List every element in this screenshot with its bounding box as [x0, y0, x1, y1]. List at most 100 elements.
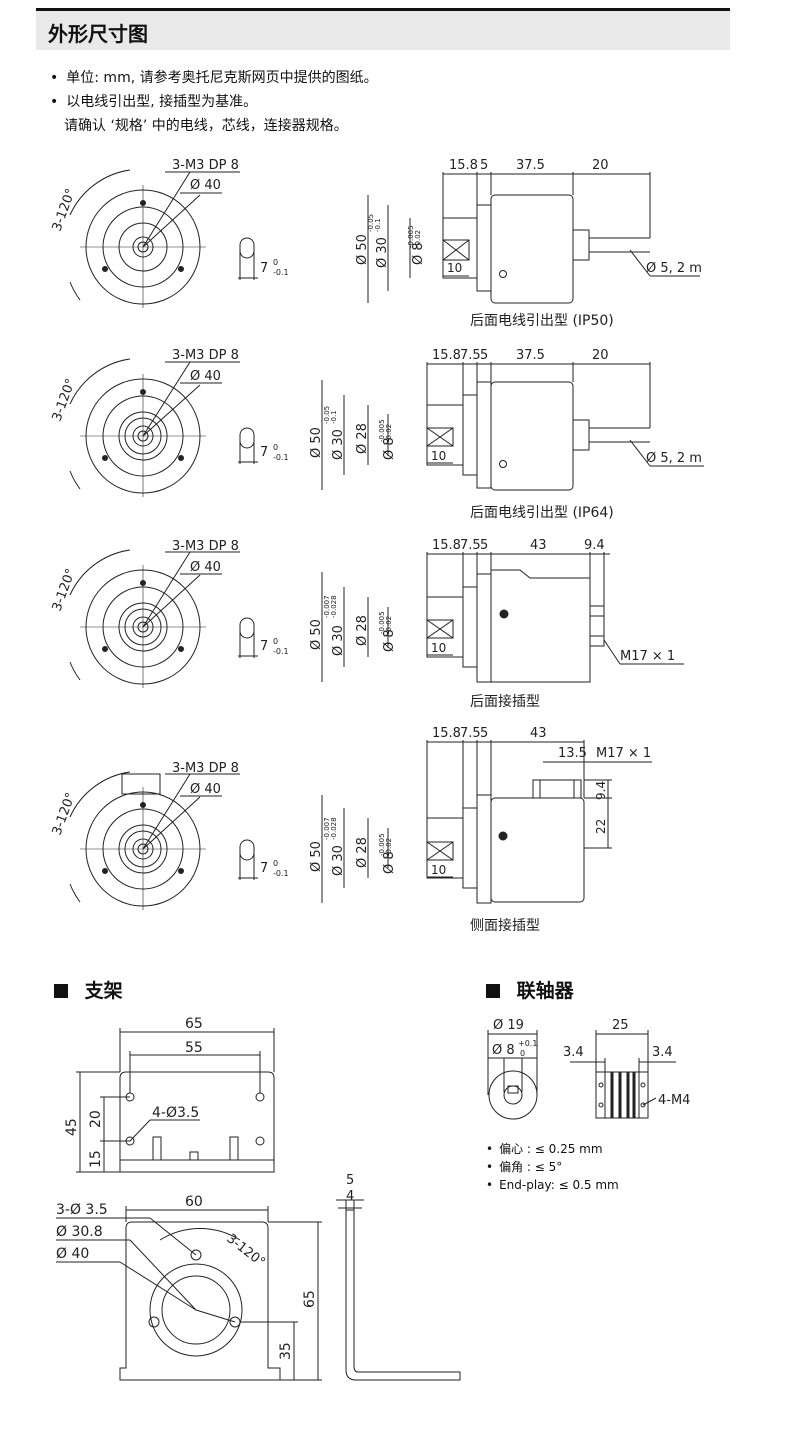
- bracket-h20: 20: [88, 1110, 104, 1128]
- d30-label: Ø 30: [375, 237, 390, 268]
- d8-tol: -0.005: [378, 419, 386, 442]
- bracket-front-view: [56, 1206, 322, 1381]
- d50-label: Ø 50: [309, 841, 324, 872]
- front-view: [69, 358, 240, 497]
- front-width: 60: [185, 1194, 203, 1210]
- shaft-tol-top: 0: [273, 637, 278, 646]
- cable-label: Ø 5, 2 m: [646, 261, 702, 276]
- d8-tol: -0.005: [407, 225, 415, 248]
- front-view: [69, 549, 240, 688]
- dim-label: 20: [592, 348, 609, 363]
- key-label: 10: [431, 863, 446, 877]
- d30-label: Ø 30: [331, 845, 346, 876]
- side-view: [321, 362, 704, 491]
- shaft-tol-top: 0: [273, 859, 278, 868]
- d30-tol: -0.05: [323, 406, 331, 424]
- front-view: [69, 169, 240, 308]
- variant-caption: 侧面接插型: [470, 917, 540, 934]
- pcd-label: Ø 40: [190, 782, 221, 797]
- dim-label: 15.8: [432, 348, 461, 363]
- coupling-specs: 偏心 : ≤ 0.25 mm 偏角 : ≤ 5° End-play: ≤ 0.5…: [486, 1140, 619, 1194]
- shaft-tol-bottom: -0.1: [273, 268, 289, 277]
- d8-label: Ø 8: [411, 242, 426, 265]
- holes-label: 3-M3 DP 8: [172, 348, 239, 363]
- d50-label: Ø 50: [355, 234, 370, 265]
- coupling-title: 联轴器: [516, 980, 574, 1002]
- side-t5: 5: [346, 1173, 354, 1188]
- connector-label: M17 × 1: [596, 746, 651, 761]
- pcd-label: Ø 40: [190, 178, 221, 193]
- d30-label: Ø 30: [331, 429, 346, 460]
- side-t4: 4: [346, 1189, 354, 1204]
- dim-label: 43: [530, 538, 547, 553]
- holes-label: 3-M3 DP 8: [172, 761, 239, 776]
- coupling-d8-tol-top: +0.1: [518, 1039, 537, 1048]
- connector-label: M17 × 1: [620, 649, 675, 664]
- front-d308: Ø 30.8: [56, 1224, 103, 1240]
- d28-label: Ø 28: [355, 615, 370, 646]
- d8-tol: -0.02: [414, 230, 422, 248]
- pcd-label: Ø 40: [190, 560, 221, 575]
- coupling-d8: Ø 8: [492, 1043, 515, 1058]
- cable-label: Ø 5, 2 m: [646, 451, 702, 466]
- d30-tol: -0.007: [323, 595, 331, 618]
- bracket-holes: 4-Ø3.5: [152, 1105, 199, 1121]
- variant-caption: 后面电线引出型 (IP50): [470, 313, 614, 329]
- variant-1-drawing: 3-M3 DP 8 Ø 40 3-120° 7 0 -0.1: [50, 158, 702, 329]
- note-item: 请确认 ‘规格’ 中的电线，芯线，连接器规格。: [64, 118, 348, 134]
- d8-tol: -0.02: [385, 838, 393, 856]
- dim-label: 15.8: [432, 538, 461, 553]
- side-dim-label: 9.4: [594, 781, 608, 800]
- dim-label: 7.5: [460, 726, 481, 741]
- notes-list: 单位: mm, 请参考奥托尼克斯网页中提供的图纸。 以电线引出型, 接插型为基准…: [50, 66, 378, 138]
- d8-label: Ø 8: [382, 629, 397, 652]
- shaft-len: 7: [260, 445, 268, 460]
- angle-label: 3-120°: [50, 187, 79, 234]
- dim-label: 13.5: [558, 746, 587, 761]
- d50-label: Ø 50: [309, 619, 324, 650]
- spec-item: 偏心 : ≤ 0.25 mm: [486, 1140, 619, 1158]
- d30-tol: -0.007: [323, 817, 331, 840]
- holes-label: 3-M3 DP 8: [172, 539, 239, 554]
- variant-2-drawing: 3-M3 DP 8 Ø 40 3-120° 7 0 -0.1: [50, 348, 704, 521]
- side-view: [367, 172, 700, 304]
- d30-label: Ø 30: [331, 625, 346, 656]
- bracket-inner: 55: [185, 1040, 203, 1056]
- dim-label: 37.5: [516, 158, 545, 173]
- shaft-key-view: [238, 839, 258, 880]
- section-header: 外形尺寸图: [36, 8, 730, 50]
- dim-label: 5: [480, 348, 488, 363]
- d8-tol: -0.005: [378, 833, 386, 856]
- front-h65: 65: [302, 1290, 318, 1308]
- coupling-section-title: 联轴器: [486, 976, 574, 1003]
- front-angle: 3-120°: [224, 1231, 268, 1270]
- d8-tol: -0.02: [385, 424, 393, 442]
- front-h35: 35: [278, 1342, 294, 1360]
- coupling-end-right: 3.4: [652, 1045, 673, 1060]
- angle-label: 3-120°: [50, 377, 79, 424]
- key-label: 10: [447, 261, 462, 275]
- bracket-width: 65: [185, 1016, 203, 1032]
- shaft-key-view: [238, 237, 258, 280]
- coupling-screws: 4-M4: [658, 1093, 690, 1108]
- d30-tol: -0.028: [330, 595, 338, 618]
- d28-label: Ø 28: [355, 423, 370, 454]
- coupling-d8-tol-bottom: 0: [520, 1049, 525, 1058]
- variant-4-drawing: 3-M3 DP 8 Ø 40 3-120° 7 0 -0.1: [50, 726, 652, 934]
- shaft-len: 7: [260, 639, 268, 654]
- shaft-len: 7: [260, 261, 268, 276]
- bracket-height: 45: [64, 1118, 80, 1136]
- dim-label: 7.5: [460, 538, 481, 553]
- spec-item: 偏角 : ≤ 5°: [486, 1158, 619, 1176]
- d8-tol: -0.02: [385, 616, 393, 634]
- dim-label: 5: [480, 538, 488, 553]
- d30-tol: -0.1: [330, 410, 338, 424]
- front-d40: Ø 40: [56, 1246, 89, 1262]
- coupling-end-left: 3.4: [563, 1045, 584, 1060]
- bracket-h15: 15: [88, 1150, 104, 1168]
- shaft-tol-bottom: -0.1: [273, 869, 289, 878]
- shaft-key-view: [238, 427, 258, 464]
- note-item: 单位: mm, 请参考奥托尼克斯网页中提供的图纸。: [50, 66, 377, 90]
- d30-tol: -0.1: [374, 218, 382, 232]
